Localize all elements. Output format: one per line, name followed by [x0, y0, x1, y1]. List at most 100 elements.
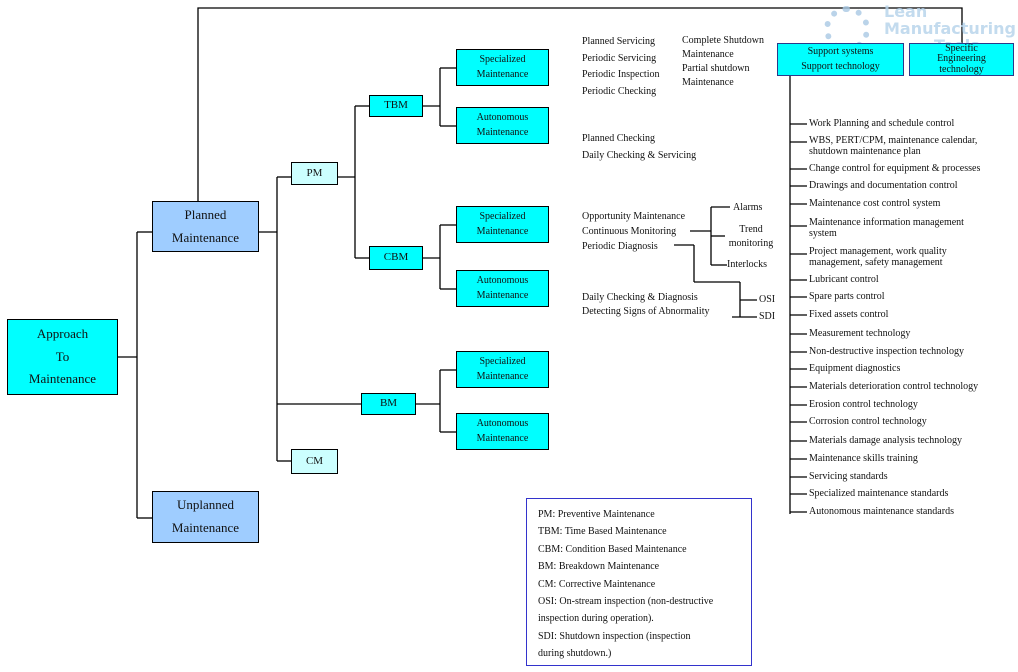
legend-line: during shutdown.): [538, 648, 612, 660]
autonomous-line-1: Autonomous: [476, 112, 529, 123]
tbm-box: TBM: [369, 95, 423, 117]
cm-box: CM: [291, 449, 338, 474]
autonomous-line-2: Maintenance: [476, 289, 529, 301]
item-line: Corrosion control technology: [809, 416, 927, 427]
item-line: Fixed assets control: [809, 309, 889, 320]
note-line: Periodic Servicing: [582, 52, 657, 64]
legend-line: TBM: Time Based Maintenance: [538, 526, 667, 538]
item-line: Servicing standards: [809, 471, 888, 482]
note-line: Continuous Monitoring: [582, 226, 677, 237]
note-line: Partial shutdown: [682, 63, 750, 74]
support-list-item: Autonomous maintenance standards: [809, 506, 954, 517]
cbm-autonomous-note: Daily Checking & Diagnosis Detecting Sig…: [582, 291, 710, 319]
item-line: Maintenance cost control system: [809, 198, 941, 209]
note-line: Periodic Inspection: [582, 69, 660, 80]
item-line: shutdown maintenance plan: [809, 146, 921, 157]
support-list-item: Work Planning and schedule control: [809, 118, 954, 129]
note-line: Daily Checking & Diagnosis: [582, 292, 698, 303]
legend-line: OSI: On-stream inspection (non-destructi…: [538, 596, 714, 608]
specialized-line-1: Specialized: [479, 211, 526, 222]
support-list-item: Drawings and documentation control: [809, 180, 958, 191]
support-systems-box: Support systems Support technology: [777, 43, 904, 76]
unplanned-maintenance-box: Unplanned Maintenance: [152, 491, 259, 543]
item-line: Change control for equipment & processes: [809, 163, 981, 174]
approach-line-3: Maintenance: [28, 371, 97, 387]
note-line: Opportunity Maintenance: [582, 211, 686, 222]
alarms-label: Alarms: [733, 202, 763, 213]
trend-line: Trend: [739, 224, 763, 235]
watermark-line-2: Manufacturing: [884, 19, 1016, 38]
item-line: Erosion control technology: [809, 399, 918, 410]
item-line: WBS, PERT/CPM, maintenance calendar,: [809, 135, 978, 146]
specialized-line-2: Maintenance: [476, 225, 529, 237]
autonomous-line-2: Maintenance: [476, 432, 529, 444]
planned-line-1: Planned: [184, 206, 227, 222]
support-list-item: Maintenance skills training: [809, 453, 918, 464]
note-line: Complete Shutdown: [682, 35, 764, 46]
note-line: Periodic Diagnosis: [582, 241, 658, 252]
trend-monitoring-label: Trend monitoring: [725, 223, 777, 251]
item-line: Autonomous maintenance standards: [809, 506, 954, 517]
specialized-line-2: Maintenance: [476, 68, 529, 80]
unplanned-line-2: Maintenance: [171, 520, 240, 535]
cbm-autonomous-box: Autonomous Maintenance: [456, 270, 549, 307]
bm-specialized-box: Specialized Maintenance: [456, 351, 549, 388]
support-list-item: Erosion control technology: [809, 399, 918, 410]
planned-line-2: Maintenance: [171, 229, 240, 245]
note-line: Periodic Checking: [582, 85, 657, 97]
item-line: Work Planning and schedule control: [809, 118, 955, 129]
osi-label: OSI: [759, 294, 776, 305]
support-list-item: Servicing standards: [809, 471, 888, 482]
note-line: Planned Checking: [582, 133, 656, 144]
specialized-line-1: Specialized: [479, 54, 526, 65]
note-line: Detecting Signs of Abnormality: [582, 306, 710, 317]
note-line: Maintenance: [682, 49, 734, 60]
tbm-autonomous-box: Autonomous Maintenance: [456, 107, 549, 144]
item-line: Project management, work quality: [809, 246, 947, 257]
cbm-label: CBM: [383, 251, 409, 264]
support-list-item: Fixed assets control: [809, 309, 888, 320]
specialized-line-2: Maintenance: [476, 370, 529, 382]
specific-engineering-box: Specific Engineering technology: [909, 43, 1014, 76]
sdi-label: SDI: [759, 311, 776, 322]
unplanned-line-1: Unplanned: [176, 497, 235, 513]
item-line: Equipment diagnostics: [809, 363, 901, 374]
specific-line-3: technology: [939, 63, 984, 75]
support-list-item: Maintenance cost control system: [809, 198, 940, 209]
approach-line-2: To: [55, 348, 70, 364]
support-list-item: Specialized maintenance standards: [809, 488, 948, 499]
support-list-item: Spare parts control: [809, 291, 885, 302]
approach-to-maintenance-box: Approach To Maintenance: [7, 319, 118, 395]
bm-label: BM: [379, 397, 398, 410]
support-list-item: Equipment diagnostics: [809, 363, 900, 374]
trend-line: monitoring: [728, 238, 774, 249]
legend-line: PM: Preventive Maintenance: [538, 509, 655, 520]
support-list-item: Materials damage analysis technology: [809, 435, 962, 446]
abbreviation-legend: PM: Preventive Maintenance TBM: Time Bas…: [526, 498, 752, 666]
item-line: Non-destructive inspection technology: [809, 346, 964, 357]
support-list-item: Change control for equipment & processes: [809, 163, 980, 174]
legend-line: inspection during operation).: [538, 613, 654, 625]
legend-line: BM: Breakdown Maintenance: [538, 561, 660, 573]
specific-line-1: Specific: [945, 42, 978, 54]
item-line: Spare parts control: [809, 291, 885, 302]
item-line: Maintenance skills training: [809, 453, 918, 464]
item-line: Measurement technology: [809, 328, 911, 339]
item-line: Specialized maintenance standards: [809, 488, 949, 499]
pm-label: PM: [306, 166, 323, 179]
support-list-item: WBS, PERT/CPM, maintenance calendar,shut…: [809, 135, 977, 157]
note-line: Maintenance: [682, 77, 734, 88]
item-line: Materials damage analysis technology: [809, 435, 963, 446]
item-line: Materials deterioration control technolo…: [809, 381, 979, 392]
interlocks-label: Interlocks: [727, 259, 767, 270]
support-list-item: Corrosion control technology: [809, 416, 927, 427]
legend-line: CBM: Condition Based Maintenance: [538, 543, 687, 555]
bm-autonomous-box: Autonomous Maintenance: [456, 413, 549, 450]
legend-line: SDI: Shutdown inspection (inspection: [538, 630, 691, 642]
planned-maintenance-box: Planned Maintenance: [152, 201, 259, 252]
specialized-line-1: Specialized: [479, 356, 526, 367]
item-line: management, safety management: [809, 257, 943, 268]
